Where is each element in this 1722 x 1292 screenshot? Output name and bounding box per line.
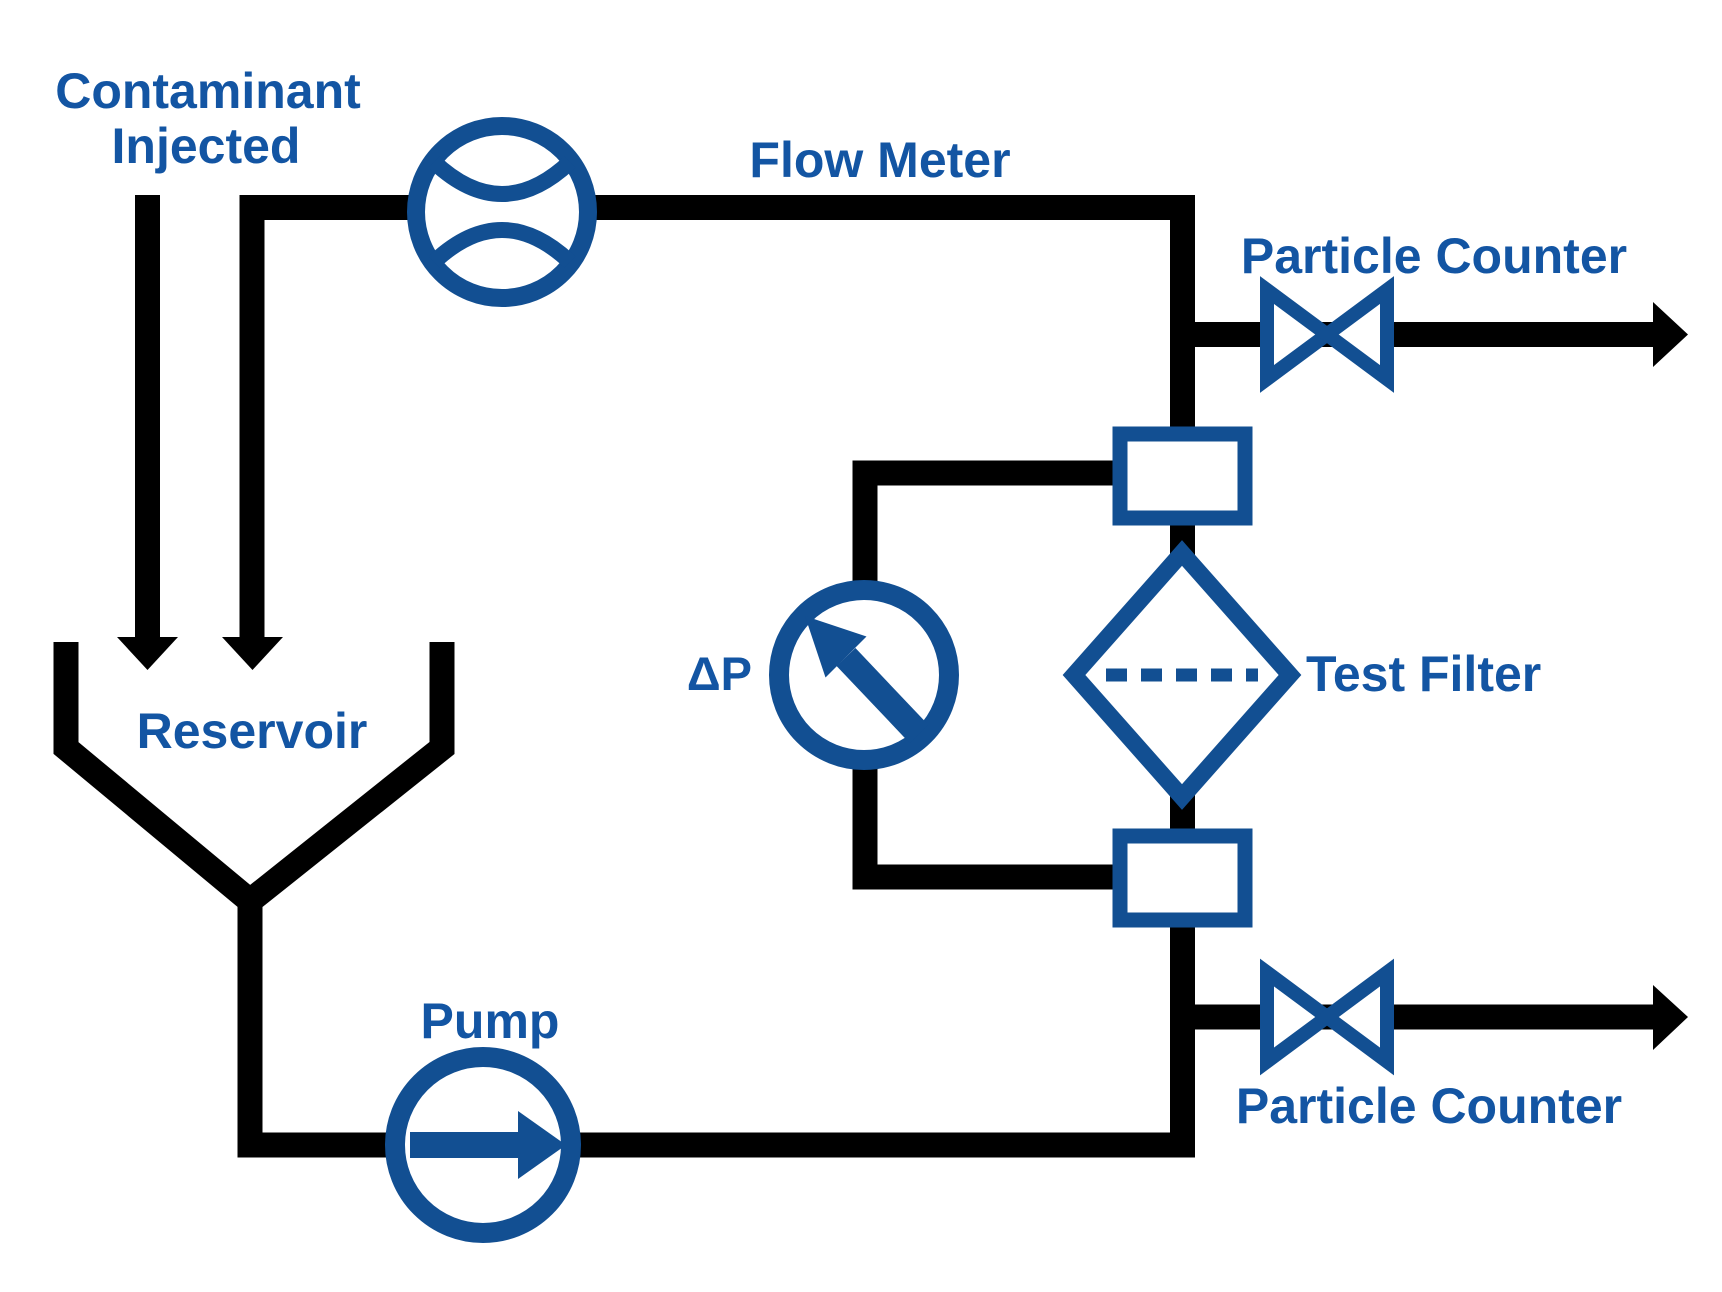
test-filter-label: Test Filter	[1306, 646, 1541, 702]
flow-meter-circle	[407, 117, 597, 307]
contaminant-injected-label-line1: Contaminant	[55, 63, 361, 119]
flow-meter-label: Flow Meter	[749, 132, 1010, 188]
delta-p-label: ΔP	[687, 647, 752, 700]
dp-loop-bottom-pipe	[852, 766, 1122, 890]
labels: Contaminant Injected Flow Meter Particle…	[55, 63, 1627, 1134]
port-rectangle-bottom-icon	[1112, 828, 1253, 928]
bottom-branch-arrowhead	[1653, 985, 1688, 1050]
ball-flow-meter-icon	[407, 117, 597, 307]
reservoir-label: Reservoir	[137, 703, 368, 759]
dp-loop-top-pipe	[852, 460, 1122, 584]
pump-label: Pump	[421, 993, 560, 1049]
gauge-needle-arrowhead	[805, 616, 867, 678]
reservoir-outlet-pipe	[237, 893, 397, 1158]
particle-counter-top-label: Particle Counter	[1241, 228, 1627, 284]
pump-arrowhead	[518, 1111, 566, 1179]
top-branch-arrowhead	[1653, 302, 1688, 367]
port-rectangle-top-icon	[1112, 426, 1253, 526]
funnel-reservoir-icon	[53, 642, 455, 918]
valve-bottom-left-triangle	[1260, 958, 1339, 1076]
symbols	[385, 117, 1394, 1243]
circle-arrow-pump-icon	[385, 1047, 581, 1243]
valve-top-right-triangle	[1315, 276, 1394, 393]
bowtie-valve-top-icon	[1260, 276, 1394, 393]
valve-top-left-triangle	[1260, 276, 1339, 393]
gauge-needle	[836, 648, 929, 743]
bottom-pipe-right	[570, 918, 1195, 1158]
return-arrowhead	[222, 637, 283, 670]
bowtie-valve-bottom-icon	[1260, 958, 1394, 1076]
contaminant-injected-label-line2: Injected	[112, 118, 301, 174]
top-pipe	[586, 195, 1195, 436]
delta-p-gauge-icon	[769, 580, 959, 770]
flow-meter-top-arc	[428, 156, 576, 202]
contaminant-arrowhead	[117, 637, 178, 670]
flow-meter-bottom-arc	[428, 222, 576, 268]
diamond-filter-icon	[1062, 540, 1302, 810]
particle-counter-bottom-label: Particle Counter	[1236, 1078, 1622, 1134]
return-pipe	[239, 195, 418, 640]
valve-bottom-right-triangle	[1315, 958, 1394, 1076]
